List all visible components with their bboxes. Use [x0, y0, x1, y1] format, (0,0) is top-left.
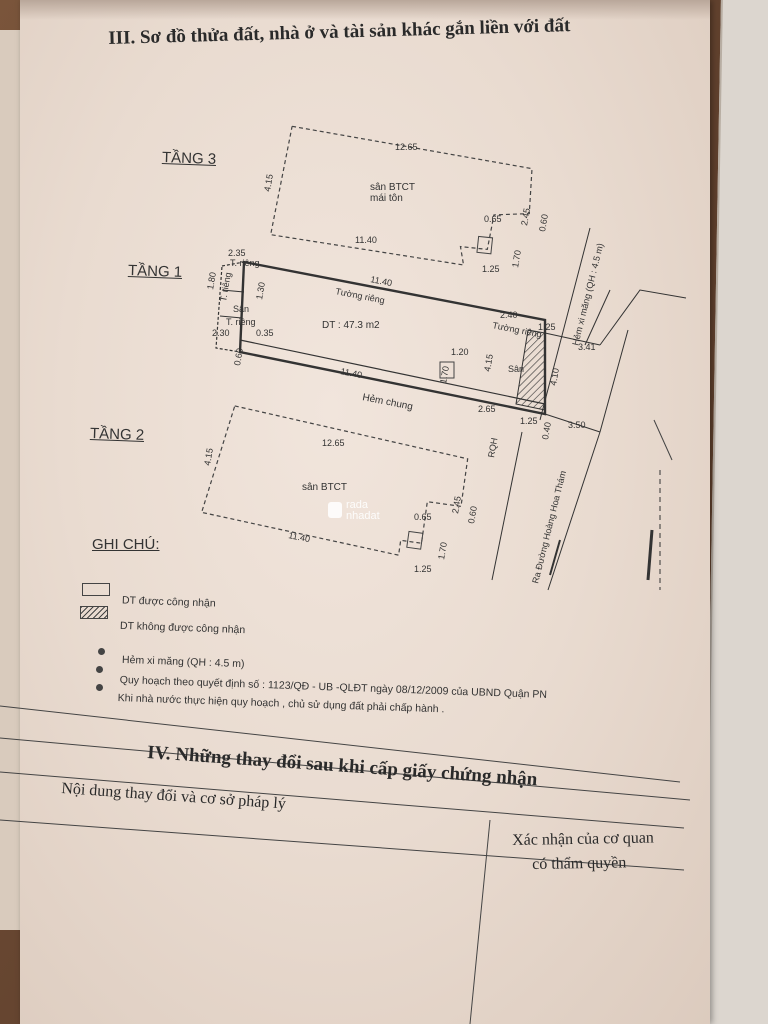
watermark-text: rada nhadat [346, 499, 380, 522]
note-bullet [96, 684, 103, 691]
f1-d10: 1.25 [538, 322, 556, 332]
f1-d7: 0.60 [232, 347, 245, 366]
legend-recognized-box [82, 583, 110, 596]
f1-d13: 4.10 [548, 367, 561, 386]
f3-notch-h: 2.45 [519, 207, 532, 226]
watermark-logo-icon [328, 502, 342, 518]
f1-rqh: RQH [486, 437, 499, 458]
notes-title: GHI CHÚ: [92, 536, 160, 553]
f2-small1: 0.60 [466, 505, 479, 524]
f2-notch-w: 0.65 [414, 512, 432, 522]
f3-top-width: 12.65 [395, 142, 418, 152]
f3-side: 4.15 [262, 173, 275, 192]
f1-d2: 11.40 [370, 274, 393, 288]
f2-notch-h: 2.45 [450, 495, 463, 514]
f2-side: 4.15 [202, 447, 215, 466]
f1-d1: 2.35 [228, 248, 246, 258]
f2-area: sân BTCT [302, 482, 347, 493]
f1-d4: 1.30 [254, 281, 267, 300]
f1-d5: 2.30 [212, 328, 230, 338]
f2-bottom-notch: 1.25 [414, 564, 432, 574]
f1-d15: 2.65 [478, 404, 496, 414]
roads [491, 227, 687, 591]
f1-d18: 3.50 [568, 420, 586, 430]
f1-san-1: Sân [233, 304, 249, 314]
f1-d19: 0.40 [540, 421, 553, 440]
note-bullet [98, 648, 105, 655]
f1-d8: 11.40 [340, 366, 363, 380]
f1-d9: 2.40 [500, 310, 518, 320]
col-confirm-header-1: Xác nhận của cơ quan [512, 829, 655, 849]
f3-bottom-width: 11.40 [355, 235, 377, 245]
f3-bottom-notch: 1.25 [482, 264, 500, 274]
floor2-outline [200, 405, 469, 556]
floor1-outline [215, 260, 601, 433]
col-confirm-header-2: có thẩm quyền [532, 854, 627, 873]
f3-area-1: sân BTCT [370, 182, 415, 193]
floor3-outline [269, 125, 533, 266]
f1-d16: 1.25 [520, 416, 538, 426]
f2-small2: 1.70 [436, 541, 449, 560]
certificate-page [20, 0, 710, 1024]
page-shadow [20, 0, 710, 20]
f1-d3: 1.80 [205, 271, 218, 290]
f1-dt: DT : 47.3 m2 [322, 320, 380, 331]
f1-d14: 1.70 [438, 365, 451, 384]
f1-d6: 0.35 [256, 328, 274, 338]
f1-t-rieng-1: T. riêng [230, 258, 260, 268]
f1-d17: 3.41 [578, 342, 596, 352]
f2-top-width: 12.65 [322, 438, 345, 448]
f1-d11: 1.20 [451, 347, 469, 357]
f1-san-2: Sân [508, 364, 524, 374]
f3-notch-w: 0.65 [484, 214, 502, 224]
f1-t-rieng-3: T. riêng [226, 317, 256, 327]
legend-unrecognized-box [80, 606, 108, 619]
note-bullet [96, 666, 103, 673]
f3-area-2: mái tôn [370, 193, 403, 204]
f2-bottom-width: 11.40 [288, 530, 311, 544]
f3-small2: 1.70 [510, 249, 523, 268]
f1-d12: 4.15 [482, 353, 495, 372]
f3-small1: 0.60 [537, 213, 550, 232]
